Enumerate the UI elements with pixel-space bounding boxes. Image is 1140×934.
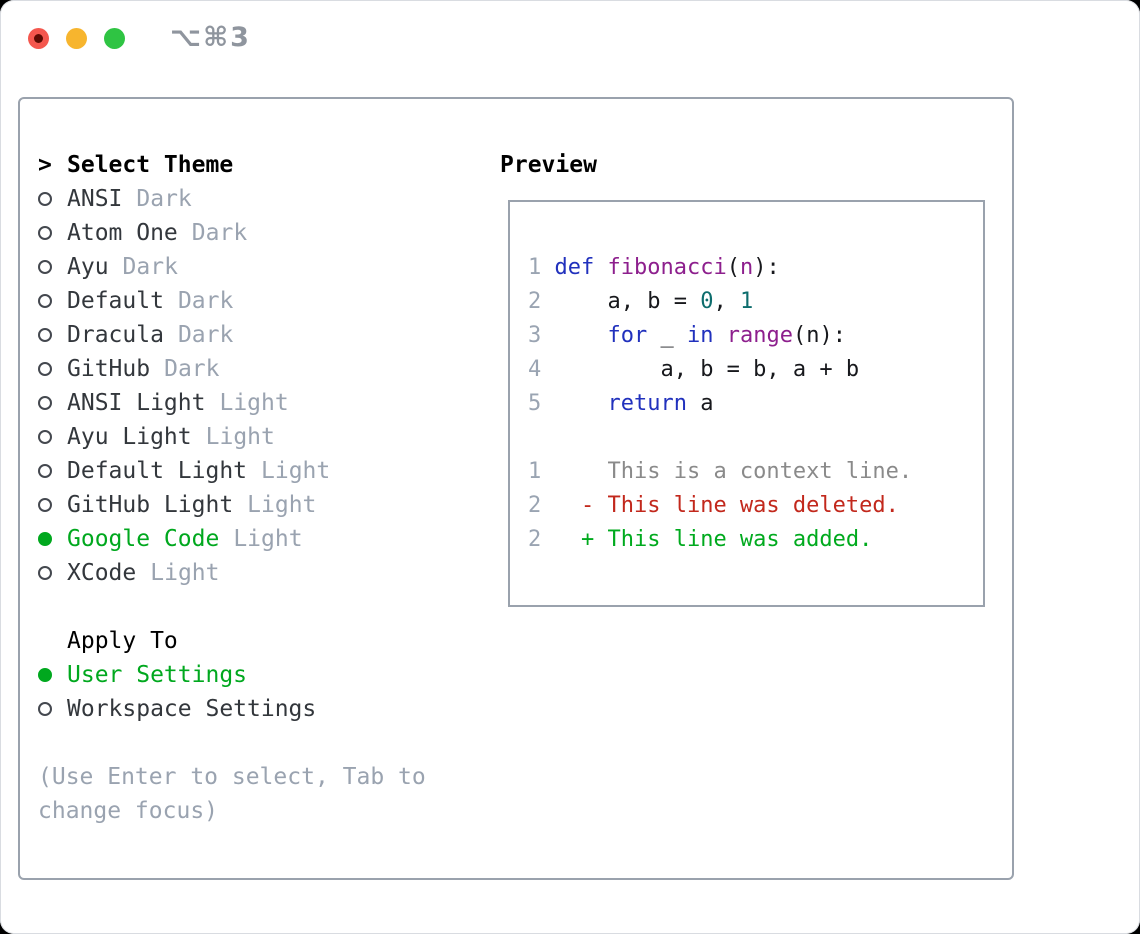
theme-variant-tag: Light [233, 526, 303, 552]
titlebar: ⌥⌘3 [0, 0, 1140, 97]
radio-empty-icon [38, 566, 67, 580]
code-line: 2 + This line was added. [528, 527, 873, 552]
theme-option[interactable]: XCode Light [38, 556, 480, 590]
theme-option-label: Default Light [67, 458, 248, 484]
theme-option[interactable]: Google Code Light [38, 522, 480, 556]
line-number: 1 [528, 255, 555, 280]
theme-option-label: Ayu [67, 254, 109, 280]
theme-option-label: GitHub [67, 356, 151, 382]
theme-option[interactable]: ANSI Light Light [38, 386, 480, 420]
theme-option-label: Atom One [67, 220, 178, 246]
minimize-button[interactable] [66, 28, 87, 49]
apply-option-label: Workspace Settings [67, 696, 317, 722]
theme-option[interactable]: ANSI Dark [38, 182, 480, 216]
radio-selected-icon [38, 532, 67, 546]
theme-variant-tag: Dark [177, 288, 234, 314]
theme-variant-tag: Dark [122, 254, 178, 280]
radio-empty-icon [38, 396, 67, 410]
apply-option[interactable]: Workspace Settings [38, 692, 480, 726]
theme-option-label: ANSI [67, 186, 123, 212]
theme-option-label: Ayu Light [67, 424, 192, 450]
focus-caret-icon: > [38, 152, 52, 178]
line-number: 2 [528, 527, 555, 552]
theme-option[interactable]: Ayu Light Light [38, 420, 480, 454]
radio-empty-icon [38, 498, 67, 512]
code-line: 2 - This line was deleted. [528, 493, 899, 518]
theme-option-label: Default [67, 288, 164, 314]
theme-option[interactable]: GitHub Dark [38, 352, 480, 386]
theme-option[interactable]: Atom One Dark [38, 216, 480, 250]
apply-option-label: User Settings [67, 662, 248, 688]
theme-option[interactable]: Ayu Dark [38, 250, 480, 284]
code-line: 1 This is a context line. [528, 459, 913, 484]
theme-option-label: XCode [67, 560, 137, 586]
code-line: 4 a, b = b, a + b [528, 357, 860, 382]
theme-option[interactable]: Default Light Light [38, 454, 480, 488]
radio-empty-icon [38, 226, 67, 240]
code-line: 5 return a [528, 391, 714, 416]
radio-empty-icon [38, 294, 67, 308]
theme-option-label: ANSI Light [67, 390, 206, 416]
select-theme-header: > Select Theme [38, 148, 480, 182]
apply-to-header: Apply To [67, 628, 178, 654]
theme-option[interactable]: GitHub Light Light [38, 488, 480, 522]
window-title-shortcut: ⌥⌘3 [170, 22, 251, 53]
radio-empty-icon [38, 362, 67, 376]
zoom-button[interactable] [104, 28, 125, 49]
line-number: 3 [528, 323, 555, 348]
close-dot-icon [34, 34, 43, 43]
line-number [528, 425, 555, 450]
preview-box: 1 def fibonacci(n): 2 a, b = 0, 1 3 for _ … [508, 200, 985, 607]
theme-variant-tag: Light [247, 492, 317, 518]
select-theme-title: Select Theme [67, 152, 234, 178]
apply-option[interactable]: User Settings [38, 658, 480, 692]
line-number: 2 [528, 289, 555, 314]
radio-empty-icon [38, 260, 67, 274]
radio-empty-icon [38, 328, 67, 342]
theme-option[interactable]: Dracula Dark [38, 318, 480, 352]
theme-option[interactable]: Default Dark [38, 284, 480, 318]
code-line: 2 a, b = 0, 1 [528, 289, 754, 314]
close-button[interactable] [28, 28, 49, 49]
theme-variant-tag: Light [261, 458, 331, 484]
theme-variant-tag: Dark [177, 322, 234, 348]
line-number: 5 [528, 391, 555, 416]
theme-option-label: Google Code [67, 526, 220, 552]
radio-empty-icon [38, 430, 67, 444]
radio-empty-icon [38, 192, 67, 206]
line-number: 1 [528, 459, 555, 484]
theme-option-label: GitHub Light [67, 492, 234, 518]
code-line: 3 for _ in range(n): [528, 323, 846, 348]
code-line: 1 def fibonacci(n): [528, 255, 780, 280]
keyboard-hint: (Use Enter to select, Tab to change focu… [38, 764, 426, 824]
spacer [38, 726, 480, 760]
radio-selected-icon [38, 668, 67, 682]
theme-variant-tag: Light [150, 560, 220, 586]
spacer [38, 590, 480, 624]
theme-variant-tag: Light [219, 390, 289, 416]
theme-option-label: Dracula [67, 322, 164, 348]
line-number: 4 [528, 357, 555, 382]
code-line [528, 421, 983, 455]
line-number: 2 [528, 493, 555, 518]
theme-variant-tag: Light [205, 424, 275, 450]
theme-variant-tag: Dark [164, 356, 220, 382]
code-preview: 1 def fibonacci(n): 2 a, b = 0, 1 3 for _ … [510, 202, 983, 557]
radio-empty-icon [38, 702, 67, 716]
theme-variant-tag: Dark [136, 186, 192, 212]
radio-empty-icon [38, 464, 67, 478]
theme-variant-tag: Dark [191, 220, 248, 246]
preview-title: Preview [500, 152, 597, 178]
